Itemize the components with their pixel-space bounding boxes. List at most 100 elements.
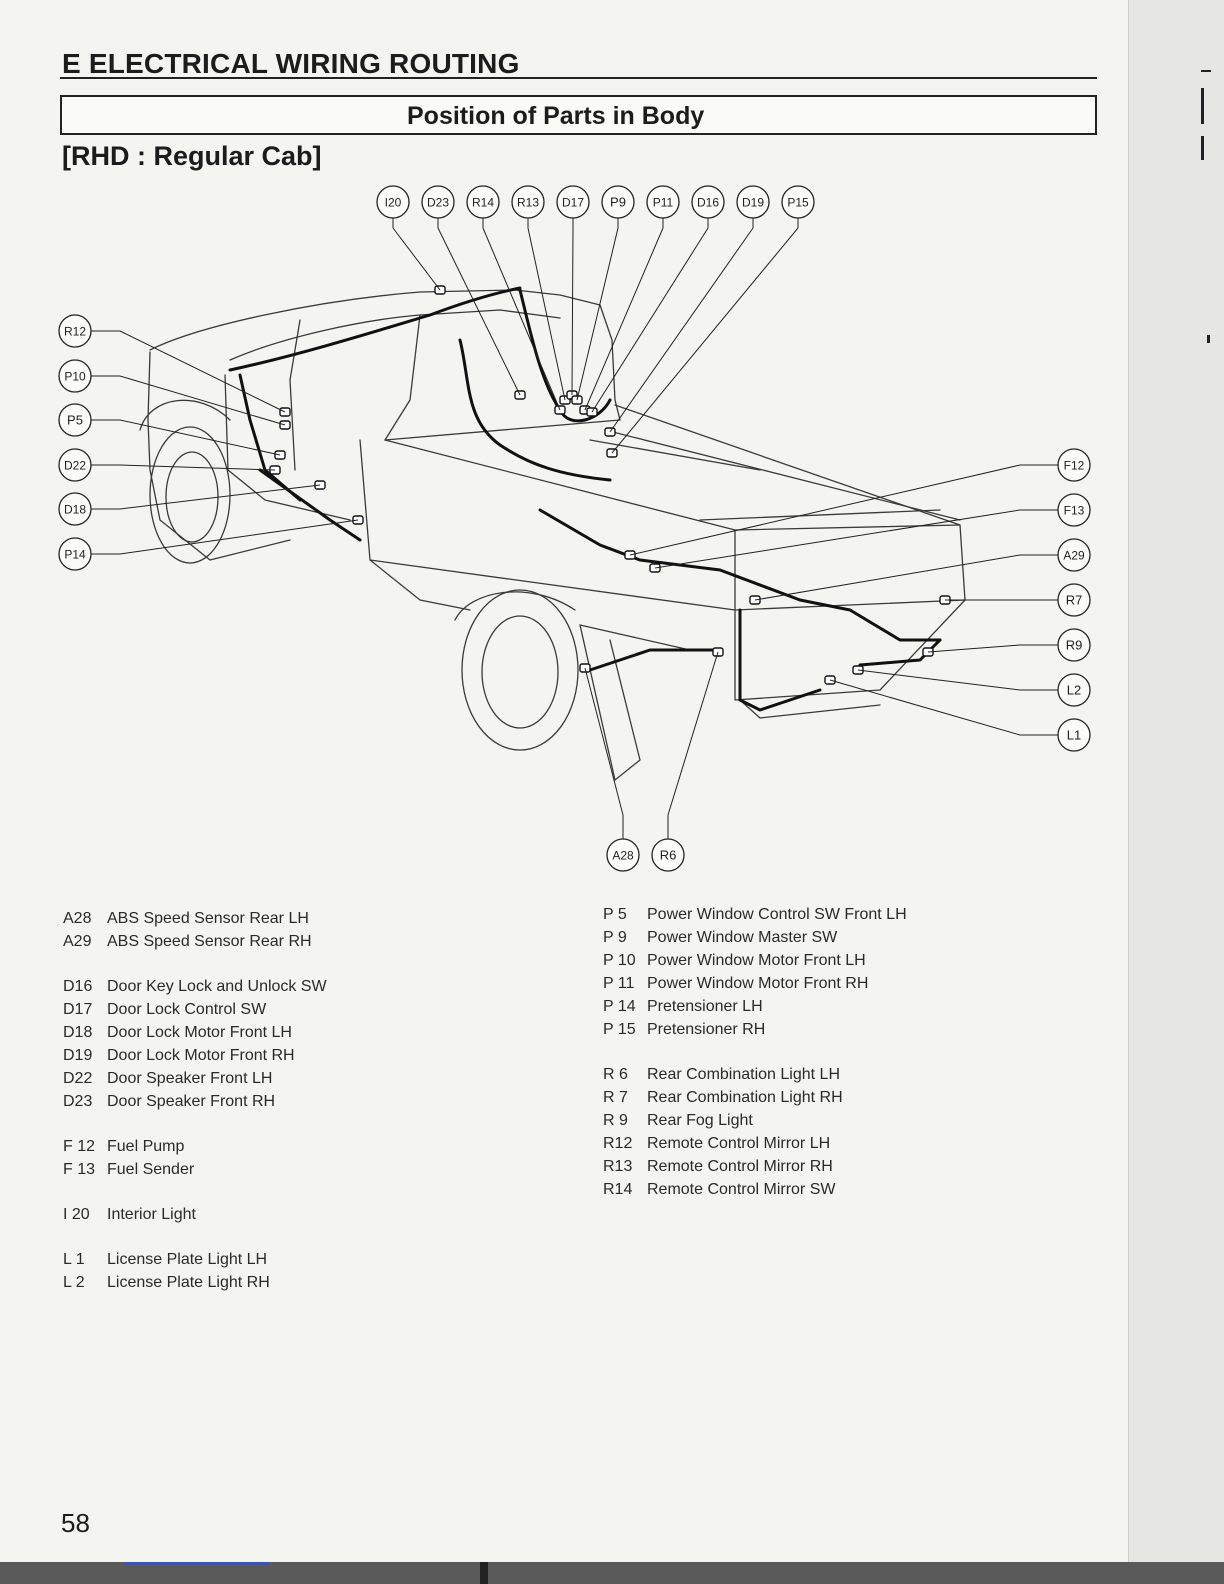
leader-line: [667, 651, 719, 816]
callout-r9: R9: [1057, 628, 1091, 662]
leader-line: [437, 227, 521, 396]
leader-line: [829, 679, 1021, 736]
legend-description: Door Key Lock and Unlock SW: [107, 978, 327, 995]
legend-description: Pretensioner LH: [647, 998, 763, 1015]
callout-text: R13: [517, 196, 539, 210]
callout-f13: F13: [1057, 493, 1091, 527]
connector-markers: [269, 285, 951, 685]
legend-code: D23: [63, 1093, 93, 1110]
legend-description: Rear Combination Light RH: [647, 1089, 843, 1106]
section-title: E ELECTRICAL WIRING ROUTING: [62, 48, 520, 79]
legend-code: P 5: [603, 906, 627, 923]
legend-code: D16: [63, 978, 93, 995]
legend-code: P 9: [603, 929, 627, 946]
leader-line: [119, 330, 286, 413]
leader-line: [119, 419, 281, 456]
leader-line: [119, 519, 359, 555]
legend-code: D18: [63, 1024, 93, 1041]
callout-i20: I20: [376, 185, 410, 219]
leader-line: [119, 375, 286, 426]
adjacent-page-edge: [1128, 0, 1224, 1584]
legend-item-p11: P 11 Power Window Motor Front RH: [603, 972, 907, 995]
callout-f12: F12: [1057, 448, 1091, 482]
legend-code: L 1: [63, 1251, 85, 1268]
legend-code: D17: [63, 1001, 93, 1018]
legend-description: Door Speaker Front LH: [107, 1070, 273, 1087]
callout-d16: D16: [691, 185, 725, 219]
callout-d22: D22: [58, 448, 92, 482]
callout-p9: P9: [601, 185, 635, 219]
callout-p5: P5: [58, 403, 92, 437]
legend-code: P 10: [603, 952, 636, 969]
callout-text: D18: [64, 503, 86, 517]
leader-line: [927, 644, 1021, 653]
leader-line: [584, 667, 624, 816]
legend-description: Rear Combination Light LH: [647, 1066, 840, 1083]
callout-r7: R7: [1057, 583, 1091, 617]
callout-d19: D19: [736, 185, 770, 219]
callout-text: P9: [610, 195, 626, 210]
callout-text: A29: [1063, 549, 1085, 563]
legend-code: R 6: [603, 1066, 628, 1083]
leader-line: [584, 227, 664, 411]
legend-code: P 14: [603, 998, 636, 1015]
legend-code: P 11: [603, 975, 635, 992]
leader-line: [571, 227, 574, 396]
legend-description: Remote Control Mirror SW: [647, 1181, 836, 1198]
callout-text: I20: [385, 196, 402, 210]
leader-line: [609, 227, 754, 433]
callout-text: F13: [1064, 504, 1085, 518]
legend-description: ABS Speed Sensor Rear RH: [107, 933, 312, 950]
callout-d18: D18: [58, 492, 92, 526]
legend-description: Remote Control Mirror RH: [647, 1158, 833, 1175]
legend-code: R14: [603, 1181, 633, 1198]
subtitle-box: Position of Parts in Body: [60, 95, 1097, 135]
legend-description: Power Window Motor Front RH: [647, 975, 869, 992]
legend-description: Interior Light: [107, 1206, 196, 1223]
callout-text: L1: [1067, 728, 1081, 743]
legend-description: Pretensioner RH: [647, 1021, 766, 1038]
callout-text: D19: [742, 196, 764, 210]
leader-line: [119, 464, 276, 471]
callout-l1: L1: [1057, 718, 1091, 752]
legend-code: P 15: [603, 1021, 636, 1038]
callout-text: R12: [64, 325, 86, 339]
legend-code: D19: [63, 1047, 93, 1064]
leader-line: [857, 669, 1021, 691]
legend-item-f12: F 12 Fuel Pump: [63, 1135, 327, 1158]
callout-d23: D23: [421, 185, 455, 219]
callout-a28: A28: [606, 838, 640, 872]
callout-text: P10: [64, 370, 86, 384]
callout-text: P11: [653, 196, 674, 210]
legend-description: Fuel Pump: [107, 1138, 185, 1155]
callout-text: L2: [1067, 683, 1081, 698]
legend-code: A28: [63, 910, 92, 927]
legend-description: Door Speaker Front RH: [107, 1093, 276, 1110]
callout-p10: P10: [58, 359, 92, 393]
callout-r6: R6: [651, 838, 685, 872]
legend-description: Rear Fog Light: [647, 1112, 753, 1129]
legend-item-r14: R14 Remote Control Mirror SW: [603, 1178, 907, 1201]
legend-code: F 12: [63, 1138, 96, 1155]
callout-r14: R14: [466, 185, 500, 219]
title-rule: [60, 77, 1097, 79]
page-number: 58: [61, 1508, 90, 1538]
legend-description: Door Lock Motor Front RH: [107, 1047, 295, 1064]
